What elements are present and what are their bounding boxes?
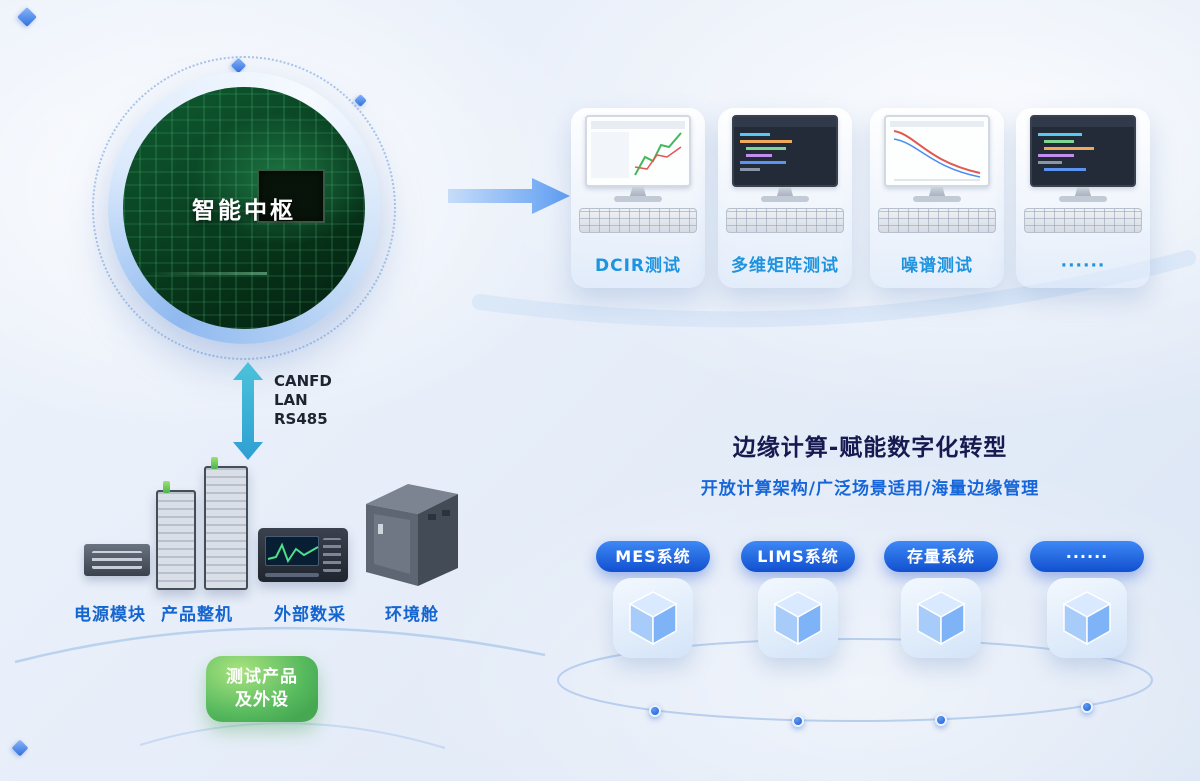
button-panel-icon [323,538,341,572]
circuit-trace-icon [147,272,267,275]
rack-cabinet-icon [156,481,196,590]
hub-label: 智能中枢 [192,198,296,224]
monitor-base-icon [614,196,662,202]
monitor-stand-icon [929,187,945,196]
monitor-icon [1030,115,1136,187]
system-pill-more: ······ [1030,541,1144,572]
arrow-right-icon [448,178,570,214]
orbit-dot [935,714,947,726]
orbit-dot [792,715,804,727]
hub-dotted-ring [92,56,396,360]
monitor-icon [884,115,990,187]
system-pill-legacy: 存量系统 [884,541,998,572]
monitor-base-icon [1059,196,1107,202]
device-label: 外部数采 [274,605,346,625]
monitor-icon [732,115,838,187]
cube-icon [1063,591,1111,645]
device-label: 产品整机 [161,605,233,625]
test-station-card: 多维矩阵测试 [718,108,852,288]
monitor-icon [585,115,691,187]
chip-icon [257,169,325,223]
rack-cabinet-icon [204,457,248,590]
device-label: 电源模块 [74,605,146,625]
system-pill-lims: LIMS系统 [741,541,855,572]
monitor-base-icon [761,196,809,202]
bus-line-rs485: RS485 [274,410,328,428]
antenna-cap-icon [211,457,218,469]
keyboard-icon [878,208,996,233]
device-label: 环境舱 [385,605,439,625]
system-pill-mes: MES系统 [596,541,710,572]
antenna-cap-icon [163,481,170,493]
peripherals-badge: 测试产品 及外设 [206,656,318,722]
test-station-card: DCIR测试 [571,108,705,288]
keyboard-icon [726,208,844,233]
monitor-stand-icon [1075,187,1091,196]
waveform-screen-icon [265,536,319,566]
edge-title: 边缘计算-赋能数字化转型 [732,435,1008,461]
power-module-icon [84,544,150,576]
test-station-card: ······ [1016,108,1150,288]
test-station-card: 噪谱测试 [870,108,1004,288]
device-strip-icon [265,573,319,577]
test-label: DCIR测试 [594,256,681,276]
external-daq-icon [258,528,348,582]
system-cube-card [613,578,693,658]
environment-chamber-icon [366,484,458,586]
cube-icon [917,591,965,645]
system-cube-card [901,578,981,658]
system-cube-card [758,578,838,658]
double-arrow-icon [233,362,263,460]
keyboard-icon [579,208,697,233]
keyboard-icon [1024,208,1142,233]
orbit-dot [1081,701,1093,713]
edge-subtitle: 开放计算架构/广泛场景适用/海量边缘管理 [700,479,1040,499]
orbit-arc [557,638,1153,722]
cube-icon [629,591,677,645]
test-label: ······ [1060,256,1106,276]
diamond-decoration [11,739,29,757]
orbit-dot [649,705,661,717]
monitor-base-icon [913,196,961,202]
bus-line-lan: LAN [274,391,308,409]
bus-protocols-label: CANFD LAN RS485 [274,372,332,429]
diamond-decoration [17,7,37,27]
cube-icon [774,591,822,645]
badge-line-2: 及外设 [235,690,289,710]
hub-ring: 智能中枢 [108,72,380,344]
monitor-stand-icon [777,187,793,196]
badge-line-1: 测试产品 [226,667,298,687]
bus-line-canfd: CANFD [274,372,332,390]
product-racks-icon [156,457,250,590]
test-label: 多维矩阵测试 [731,256,839,276]
circuit-board-icon: 智能中枢 [123,87,365,329]
monitor-stand-icon [630,187,646,196]
test-label: 噪谱测试 [901,256,973,276]
system-cube-card [1047,578,1127,658]
